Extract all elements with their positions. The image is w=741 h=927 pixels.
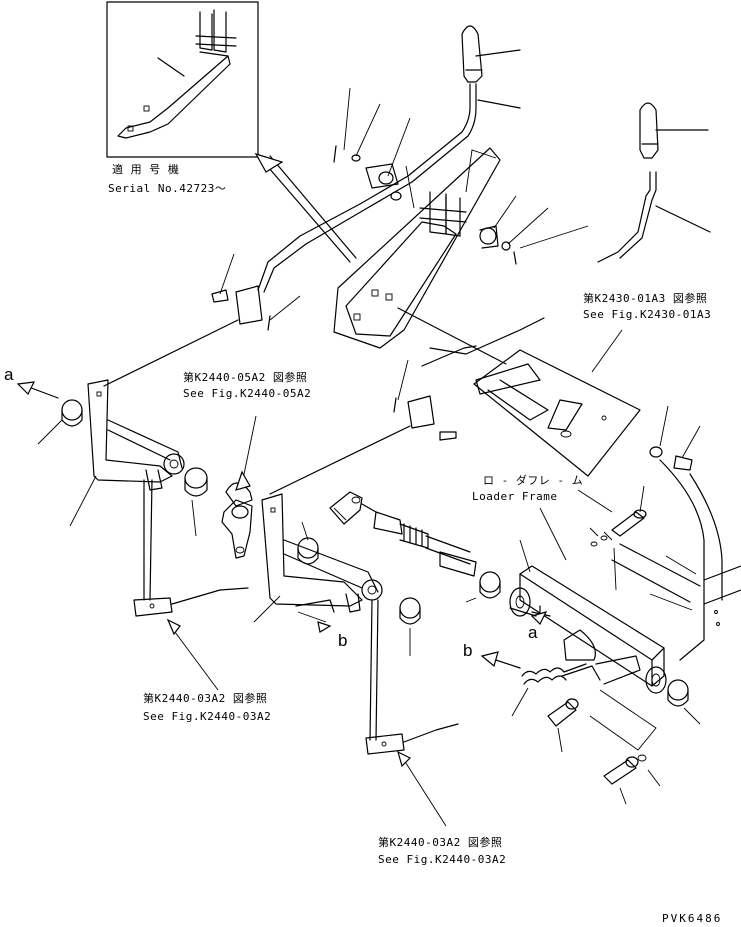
marker-a-left: a [4, 365, 14, 384]
left-cable [133, 587, 249, 691]
inset-serial-label: Serial No.42723～ [108, 182, 227, 195]
upper-fasteners [211, 145, 517, 413]
ref-k2430-01a3-en: See Fig.K2430-01A3 [583, 308, 712, 321]
center-cable [365, 723, 459, 827]
marker-arrows [16, 381, 548, 669]
drawing-code: PVK6486 [662, 912, 723, 925]
ref-k2440-03a2-left-jp: 第K2440-03A2 図参照 [143, 692, 268, 705]
center-bushings [297, 521, 501, 656]
spring [511, 663, 601, 717]
center-pedal [253, 493, 383, 741]
loader-frame-jp: ロ - ダフレ - ム [483, 474, 584, 487]
marker-b-center: b [338, 631, 348, 650]
shaft [329, 491, 477, 577]
inset-applicable-label: 適 用 号 機 [112, 163, 180, 176]
leader-lines-misc [577, 485, 697, 611]
valve-plate [473, 329, 701, 477]
left-bushing [184, 467, 208, 537]
inset-bracket [117, 9, 237, 139]
loader-frame-bracket [509, 507, 667, 694]
left-pedal [37, 379, 185, 601]
frame-fasteners [547, 509, 701, 805]
lever-left-upper [257, 25, 521, 293]
ref-k2440-05a2-jp: 第K2440-05A2 図参照 [183, 371, 308, 384]
loader-frame-outline [611, 459, 741, 661]
ref-k2440-05a2-en: See Fig.K2440-05A2 [183, 387, 312, 400]
rods [103, 285, 545, 495]
ref-k2440-03a2-center-jp: 第K2440-03A2 図参照 [378, 836, 503, 849]
lever-right-upper [597, 102, 711, 263]
ref-k2440-03a2-left-en: See Fig.K2440-03A2 [143, 710, 272, 723]
marker-b-right: b [463, 641, 473, 660]
inset-arrow [254, 152, 357, 263]
inset-frame [106, 1, 259, 158]
marker-a-right: a [528, 623, 538, 642]
leader-lines-top [219, 87, 589, 401]
ref-k2430-01a3-jp: 第K2430-01A3 図参照 [583, 292, 708, 305]
loader-frame-en: Loader Frame [472, 490, 558, 503]
bell-crank [221, 415, 257, 559]
ref-k2440-03a2-center-en: See Fig.K2440-03A2 [378, 853, 507, 866]
center-bracket [333, 147, 501, 349]
